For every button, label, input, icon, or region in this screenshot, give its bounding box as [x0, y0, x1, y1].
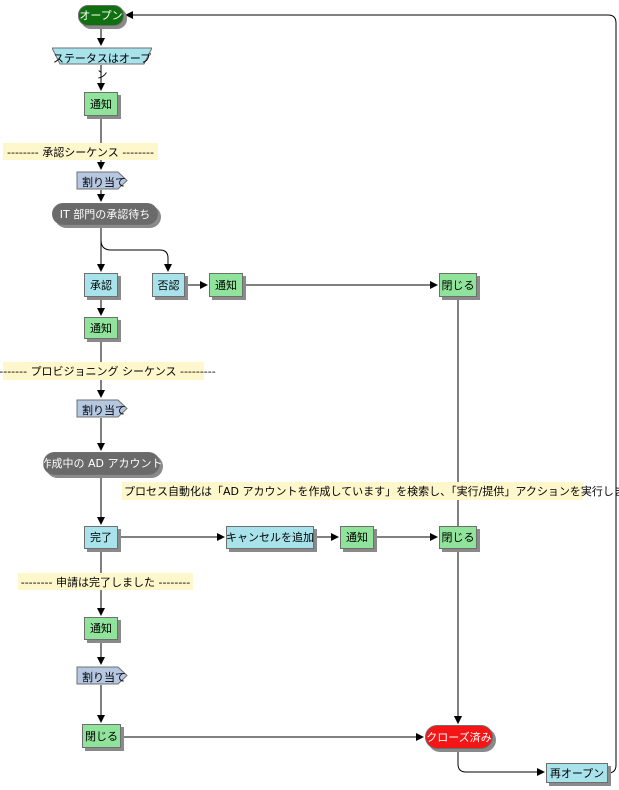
node-approve[interactable]: 承認: [84, 273, 118, 297]
node-status-open[interactable]: ステータスはオープン: [52, 47, 152, 81]
node-assign-3-label: 割り当て: [82, 671, 126, 684]
node-assign-1-label: 割り当て: [82, 176, 126, 189]
node-assign-2-label: 割り当て: [82, 404, 126, 417]
assign-shape: [76, 666, 128, 685]
assign-shape: [76, 171, 128, 190]
status-shape: [52, 47, 152, 65]
node-open[interactable]: オープン: [78, 5, 124, 26]
banner-provisioning-sequence: --------- プロビジョニング シーケンス ---------: [0, 362, 216, 380]
node-close-reject[interactable]: 閉じる: [439, 273, 477, 297]
node-complete[interactable]: 完了: [84, 526, 118, 549]
node-assign-3[interactable]: 割り当て: [76, 666, 128, 685]
node-assign-1[interactable]: 割り当て: [76, 171, 128, 190]
node-reject[interactable]: 否認: [152, 273, 185, 297]
node-status-open-label: ステータスはオープン: [52, 52, 152, 81]
assign-shape: [76, 399, 128, 418]
node-wait-approval[interactable]: IT 部門の承認待ち: [52, 203, 158, 225]
node-notify-2[interactable]: 通知: [84, 317, 118, 339]
edge-wait-reject: [100, 239, 172, 272]
node-creating-ad[interactable]: 作成中の AD アカウント: [41, 452, 163, 475]
node-close-final[interactable]: 閉じる: [82, 724, 121, 748]
node-notify-1[interactable]: 通知: [84, 92, 118, 116]
edge-closed-reopen: [457, 750, 545, 776]
node-assign-2[interactable]: 割り当て: [76, 399, 128, 418]
node-notify-cancel[interactable]: 通知: [340, 526, 374, 549]
node-reopen[interactable]: 再オープン: [546, 763, 608, 783]
banner-approval-sequence: -------- 承認シーケンス --------: [3, 143, 158, 160]
node-add-cancel[interactable]: キャンセルを追加: [226, 526, 314, 549]
node-notify-3[interactable]: 通知: [84, 617, 118, 640]
node-closed[interactable]: クローズ済み: [425, 725, 493, 749]
node-notify-reject[interactable]: 通知: [209, 273, 243, 297]
node-close-cancel[interactable]: 閉じる: [439, 526, 477, 549]
banner-request-completed: -------- 申請は完了しました --------: [18, 573, 193, 590]
edge-reopen-open: [125, 11, 617, 774]
automation-note: プロセス自動化は「AD アカウントを作成しています」を検索し、「実行/提供」アク…: [122, 482, 619, 500]
